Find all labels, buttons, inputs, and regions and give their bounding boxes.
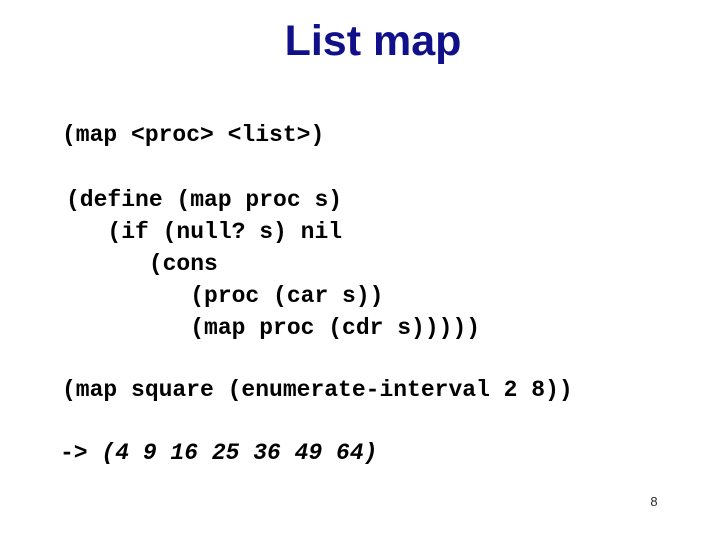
slide-title: List map xyxy=(284,17,462,65)
code-evaluation-result: -> (4 9 16 25 36 49 64) xyxy=(60,437,377,469)
code-map-definition: (define (map proc s) (if (null? s) nil (… xyxy=(66,187,481,341)
code-map-example-call: (map square (enumerate-interval 2 8)) xyxy=(62,377,573,403)
code-map-signature: (map <proc> <list>) xyxy=(62,122,325,148)
slide-page-number: 8 xyxy=(650,494,658,509)
result-arrow: -> xyxy=(60,440,102,466)
result-value: (4 9 16 25 36 49 64) xyxy=(101,440,378,466)
